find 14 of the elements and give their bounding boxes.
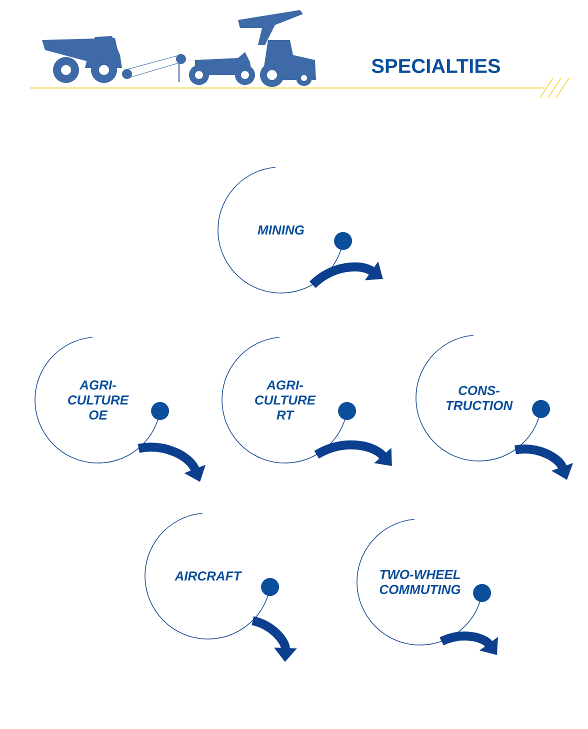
curved-arrow bbox=[314, 440, 392, 466]
node-label: CONS- TRUCTION bbox=[446, 386, 513, 410]
circle-node: AGRI- CULTURE OE bbox=[34, 336, 170, 464]
circle-node: CONS- TRUCTION bbox=[416, 334, 550, 462]
node-label: AGRI- CULTURE RT bbox=[255, 380, 316, 420]
circle-node: AGRI- CULTURE RT bbox=[222, 336, 356, 464]
title: SPECIALTIES bbox=[372, 58, 500, 74]
circle-node: MINING bbox=[218, 166, 352, 294]
node-label: TWO-WHEEL COMMUTING bbox=[380, 570, 460, 594]
node-label: AGRI- CULTURE OE bbox=[68, 380, 129, 420]
node-label: MINING bbox=[258, 225, 304, 235]
circle-node: AIRCRAFT bbox=[144, 512, 280, 640]
circle-node: TWO-WHEEL COMMUTING bbox=[356, 518, 492, 646]
node-label: AIRCRAFT bbox=[174, 571, 242, 581]
